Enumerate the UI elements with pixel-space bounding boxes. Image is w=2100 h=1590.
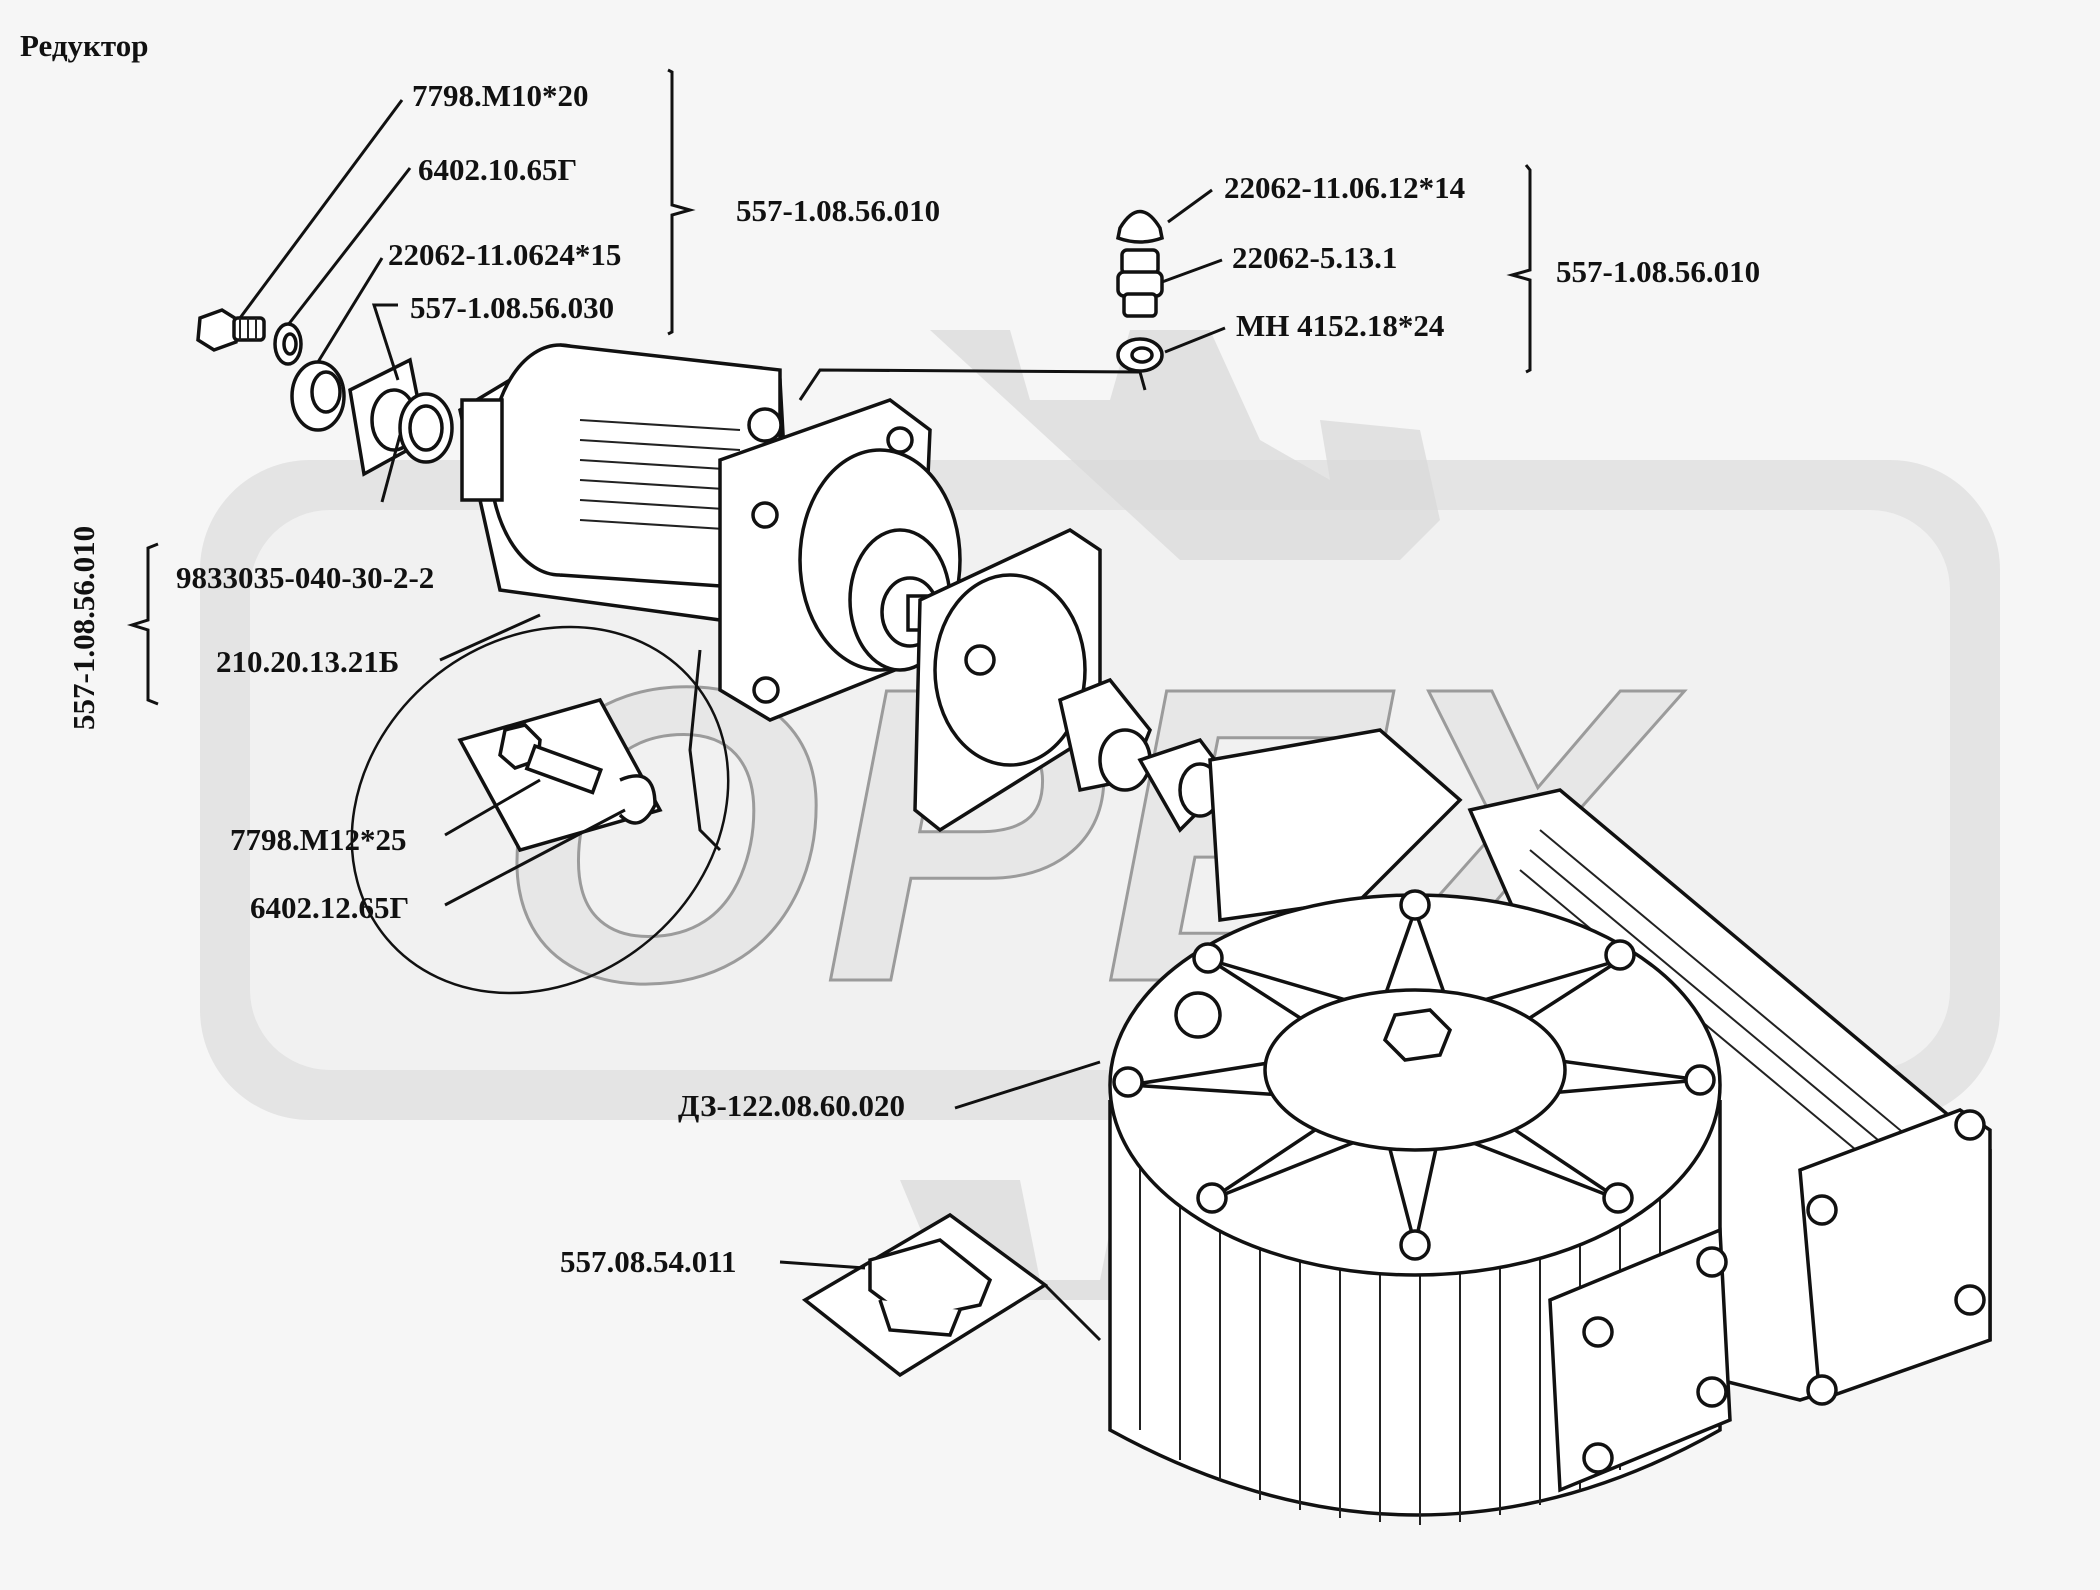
label-motor-part: 9833035-040-30-2-2 — [176, 560, 434, 595]
washer-top-part — [273, 322, 303, 366]
nut-small-part — [1116, 337, 1164, 373]
label-washer-mid: 6402.12.65Г — [250, 890, 409, 925]
label-group-left-vertical: 557-1.08.56.010 — [66, 526, 101, 730]
label-group-right: 557-1.08.56.010 — [1556, 254, 1760, 289]
label-nipple: 22062-5.13.1 — [1232, 240, 1397, 275]
leader-lines — [126, 68, 1532, 1270]
electric-motor-part — [458, 343, 1147, 852]
label-motor-housing: 210.20.13.21Б — [216, 644, 399, 679]
label-washer-top: 6402.10.65Г — [418, 152, 577, 187]
inset-bolt-washer — [350, 625, 730, 995]
label-nut-small: МН 4152.18*24 — [1236, 308, 1444, 343]
bolt-top-part — [196, 308, 266, 352]
gasket-part — [913, 527, 1102, 833]
label-bolt-top: 7798.М10*20 — [412, 78, 589, 113]
label-group-left-top: 557-1.08.56.010 — [736, 193, 940, 228]
label-ring-top: 22062-11.0624*15 — [388, 237, 621, 272]
ring-top-part — [290, 360, 346, 432]
nipple-part — [1116, 248, 1164, 318]
coupling-part — [1057, 677, 1233, 833]
label-gearbox: ДЗ-122.08.60.020 — [678, 1088, 905, 1123]
flange-part — [348, 357, 454, 477]
inset-plug — [801, 1212, 1102, 1378]
label-cap: 22062-11.06.12*14 — [1224, 170, 1465, 205]
gearbox-part — [1108, 728, 1992, 1525]
label-flange: 557-1.08.56.030 — [410, 290, 614, 325]
page-title: Редуктор — [20, 28, 148, 63]
label-bolt-mid: 7798.М12*25 — [230, 822, 407, 857]
cap-part — [1115, 209, 1165, 244]
label-plug: 557.08.54.011 — [560, 1244, 737, 1279]
